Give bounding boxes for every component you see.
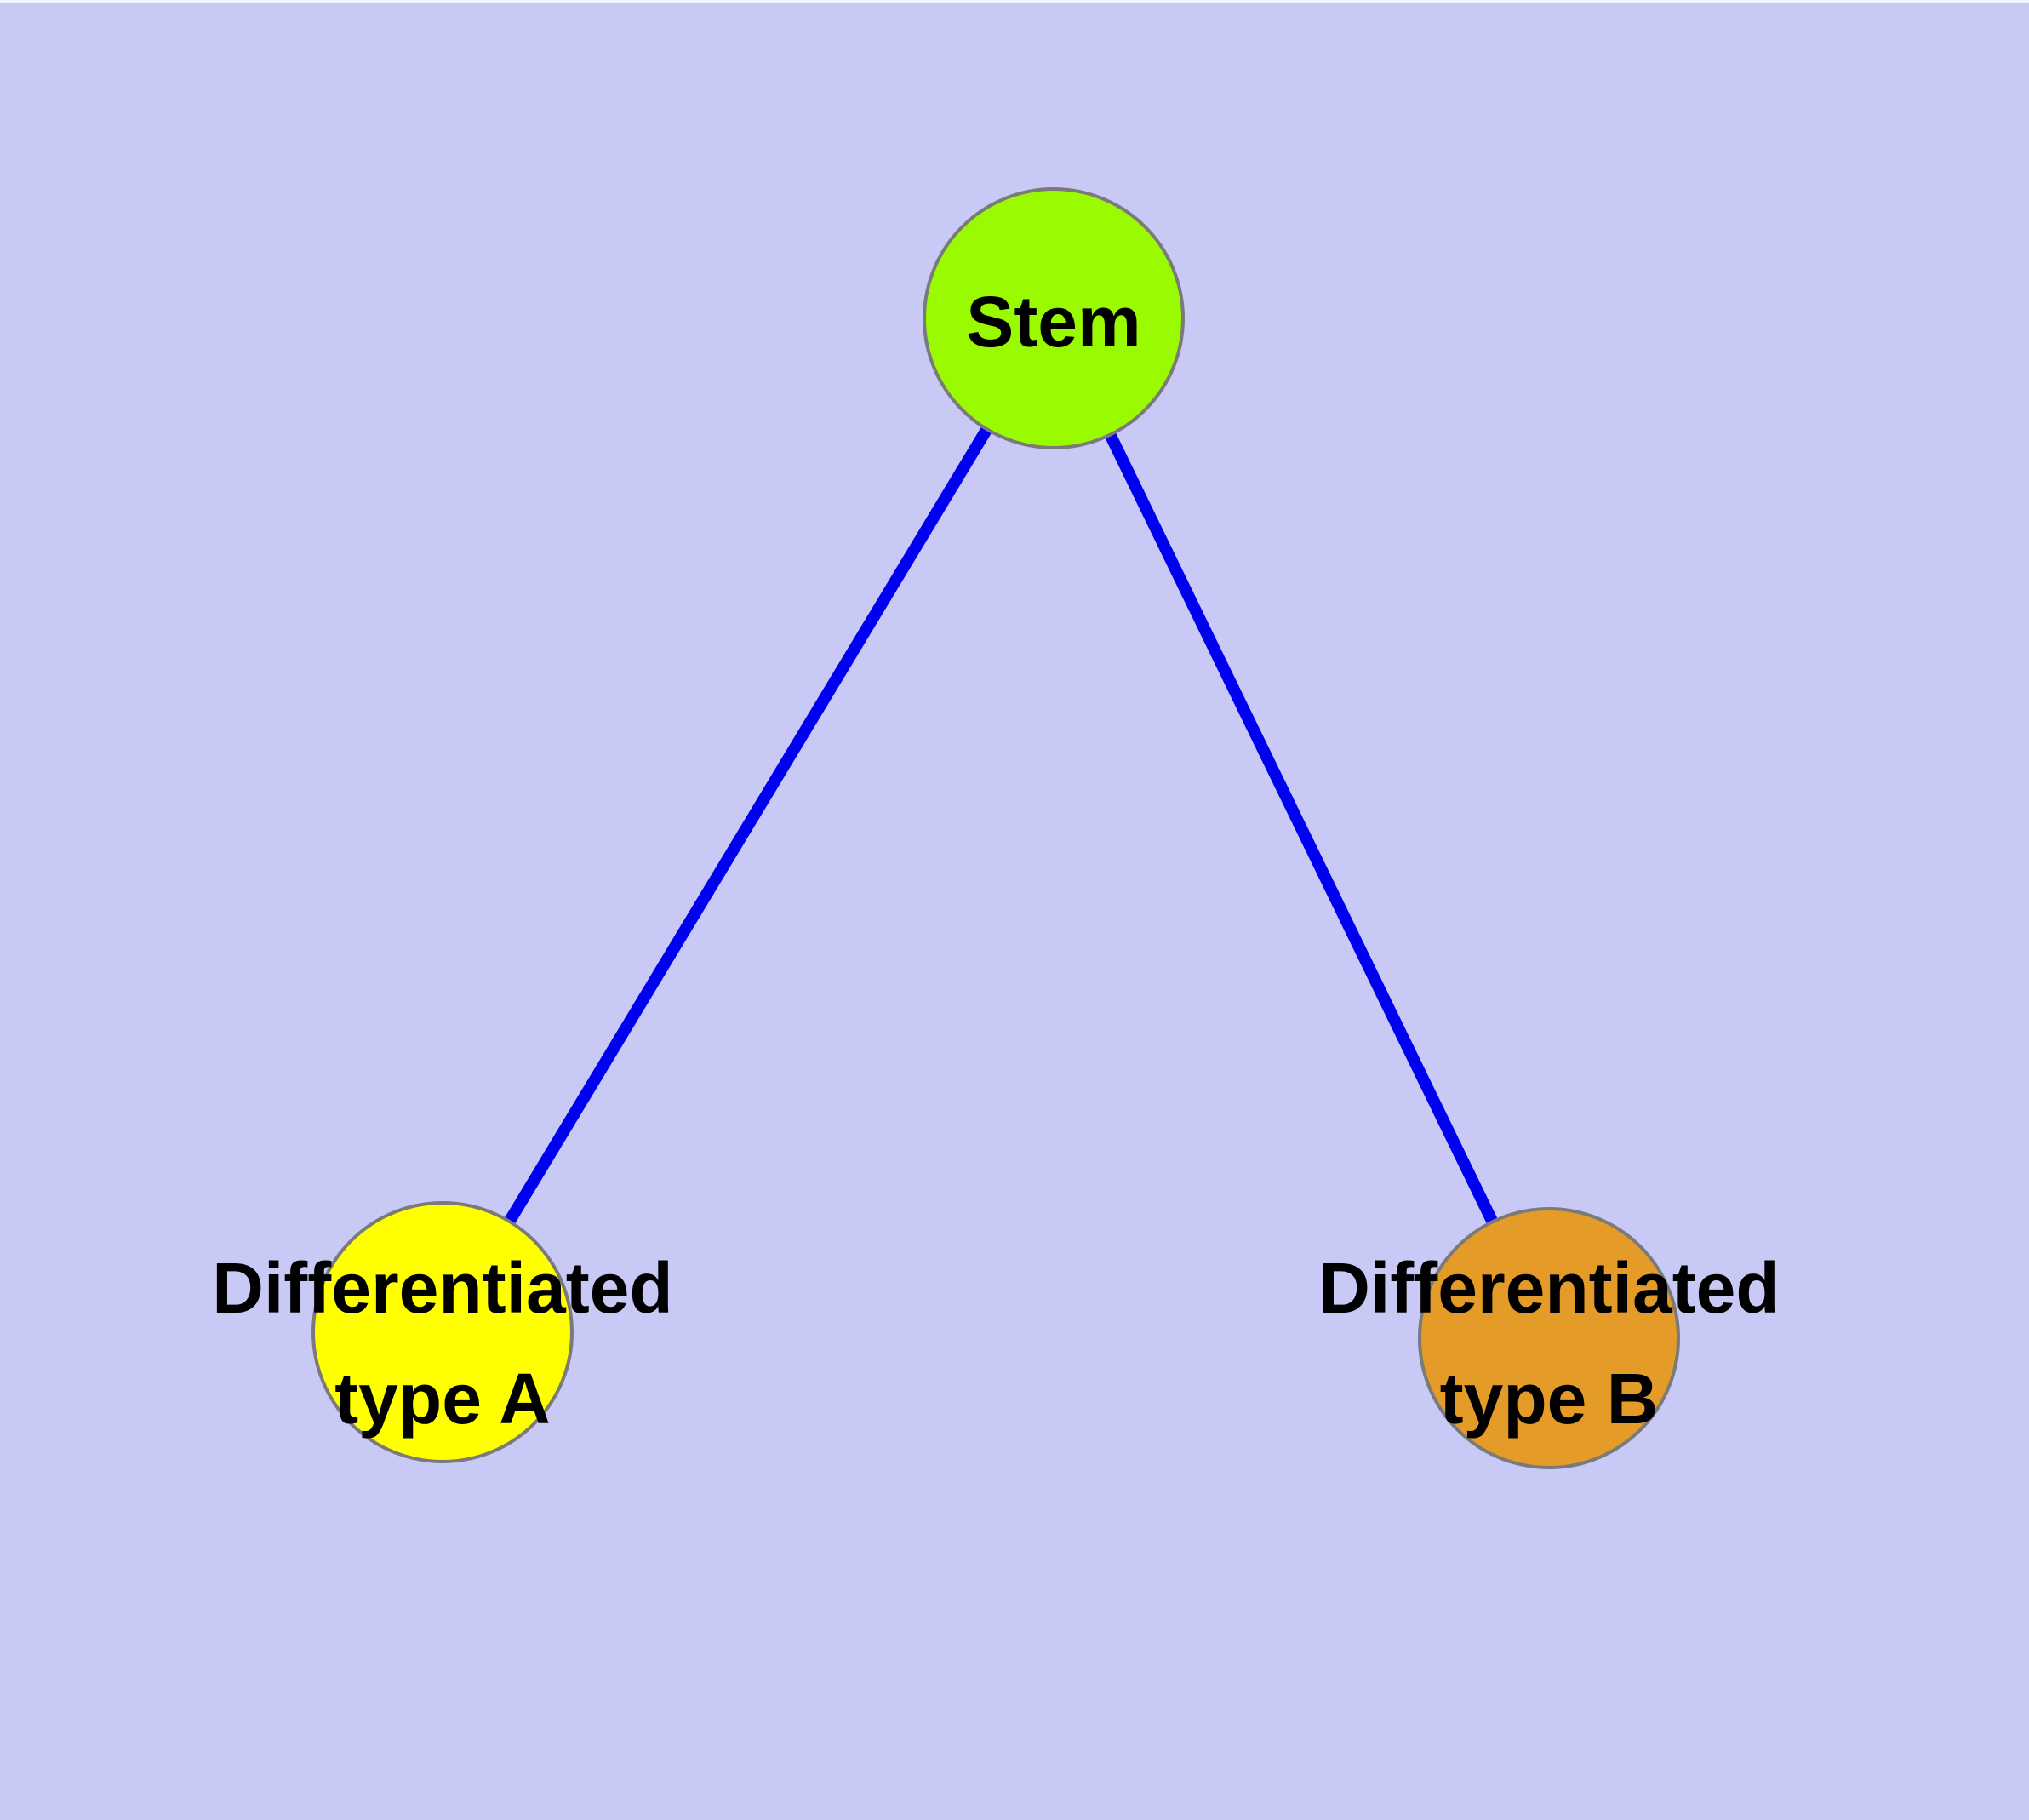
node-stem-label: Stem [966,266,1140,377]
node-stem-circle [923,187,1185,449]
node-type-b-circle [1418,1207,1680,1469]
node-type-a-label-line2: type A [334,1359,551,1439]
edge-stem-to-type-b [1048,315,1555,1342]
node-type-b-label-line2: type B [1439,1359,1659,1439]
node-type-b-label: Differentiated type B [1318,1233,1779,1454]
node-type-a-label: Differentiated type A [212,1233,672,1454]
top-edge-strip [0,0,2029,3]
node-type-a-label-line1: Differentiated [212,1248,673,1328]
edge-stem-to-type-a [437,315,1059,1336]
node-type-a-circle [311,1201,574,1463]
node-stem-label-text: Stem [966,282,1141,362]
node-type-b-label-line1: Differentiated [1318,1248,1780,1328]
